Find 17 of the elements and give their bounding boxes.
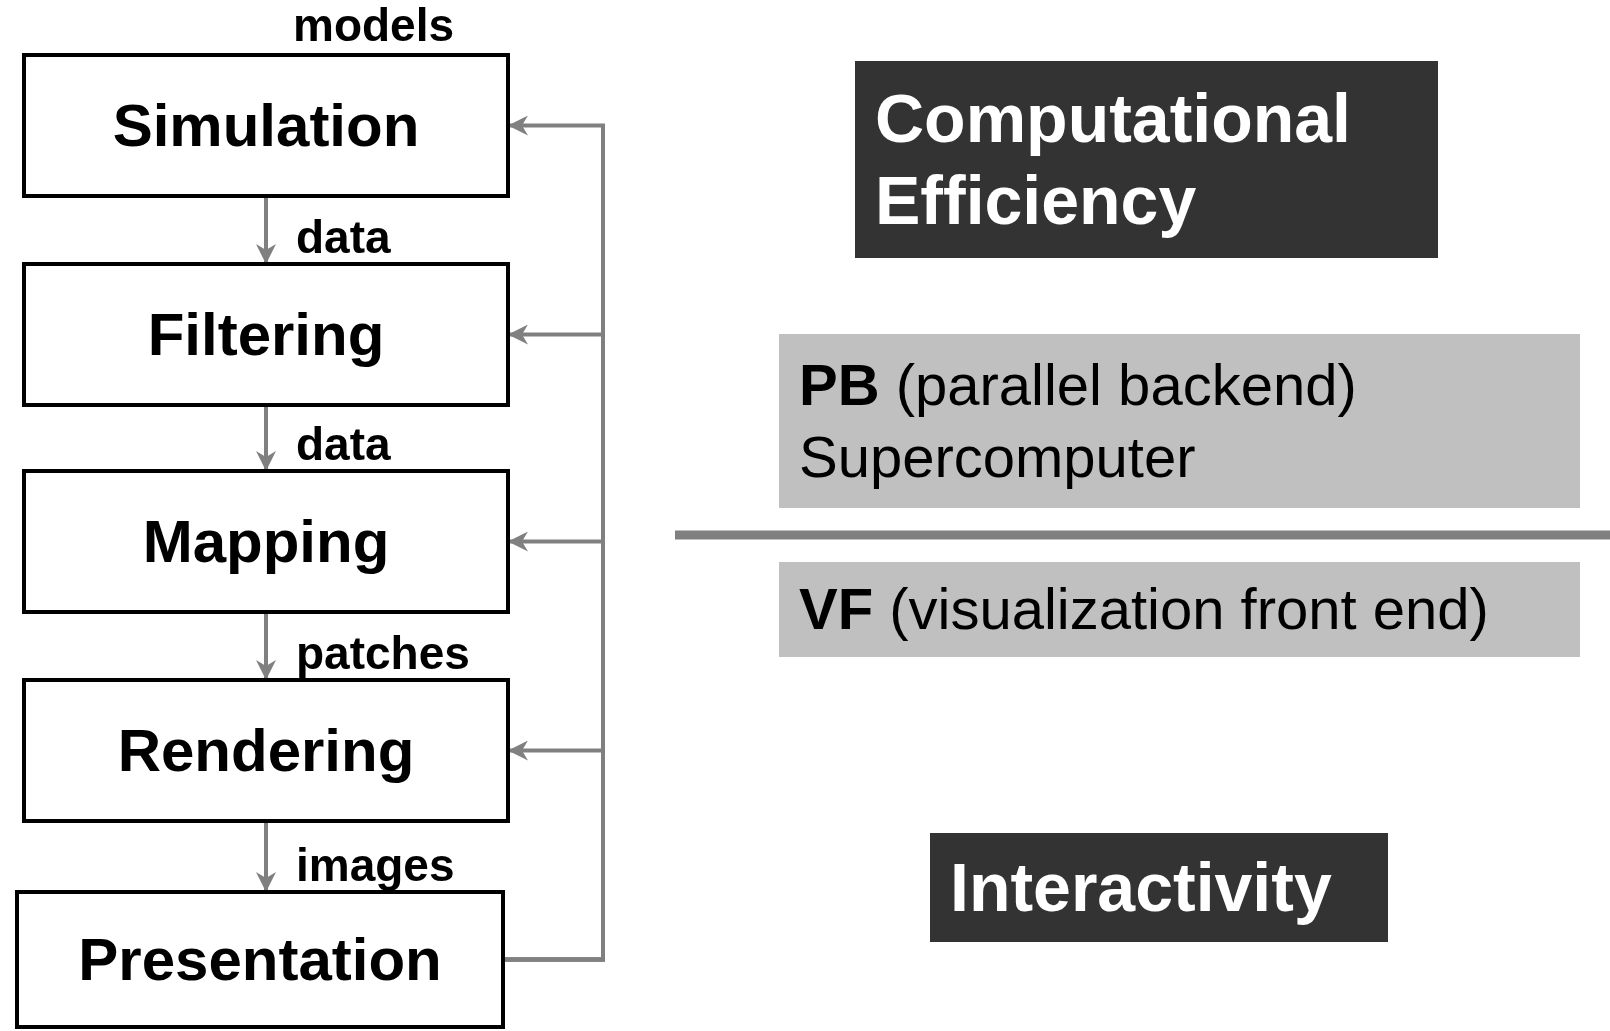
- process-box: Rendering: [22, 678, 510, 823]
- arrow: [256, 407, 276, 471]
- box-text: VF (visualization front end): [799, 575, 1490, 644]
- arrow: [256, 823, 276, 892]
- box-text: Supercomputer: [799, 423, 1197, 491]
- arrow: [256, 198, 276, 264]
- process-box: Mapping: [22, 469, 510, 614]
- arrow: [505, 740, 605, 962]
- heading-box: Interactivity: [930, 833, 1388, 942]
- info-box: [779, 562, 1580, 657]
- process-box: Simulation: [22, 53, 510, 198]
- box-text: PB (parallel backend): [799, 350, 1358, 419]
- process-box: Presentation: [15, 890, 505, 1029]
- heading-box: Computational Efficiency: [855, 61, 1438, 258]
- arrow: [256, 614, 276, 680]
- info-box: [779, 334, 1580, 508]
- process-box: Filtering: [22, 262, 510, 407]
